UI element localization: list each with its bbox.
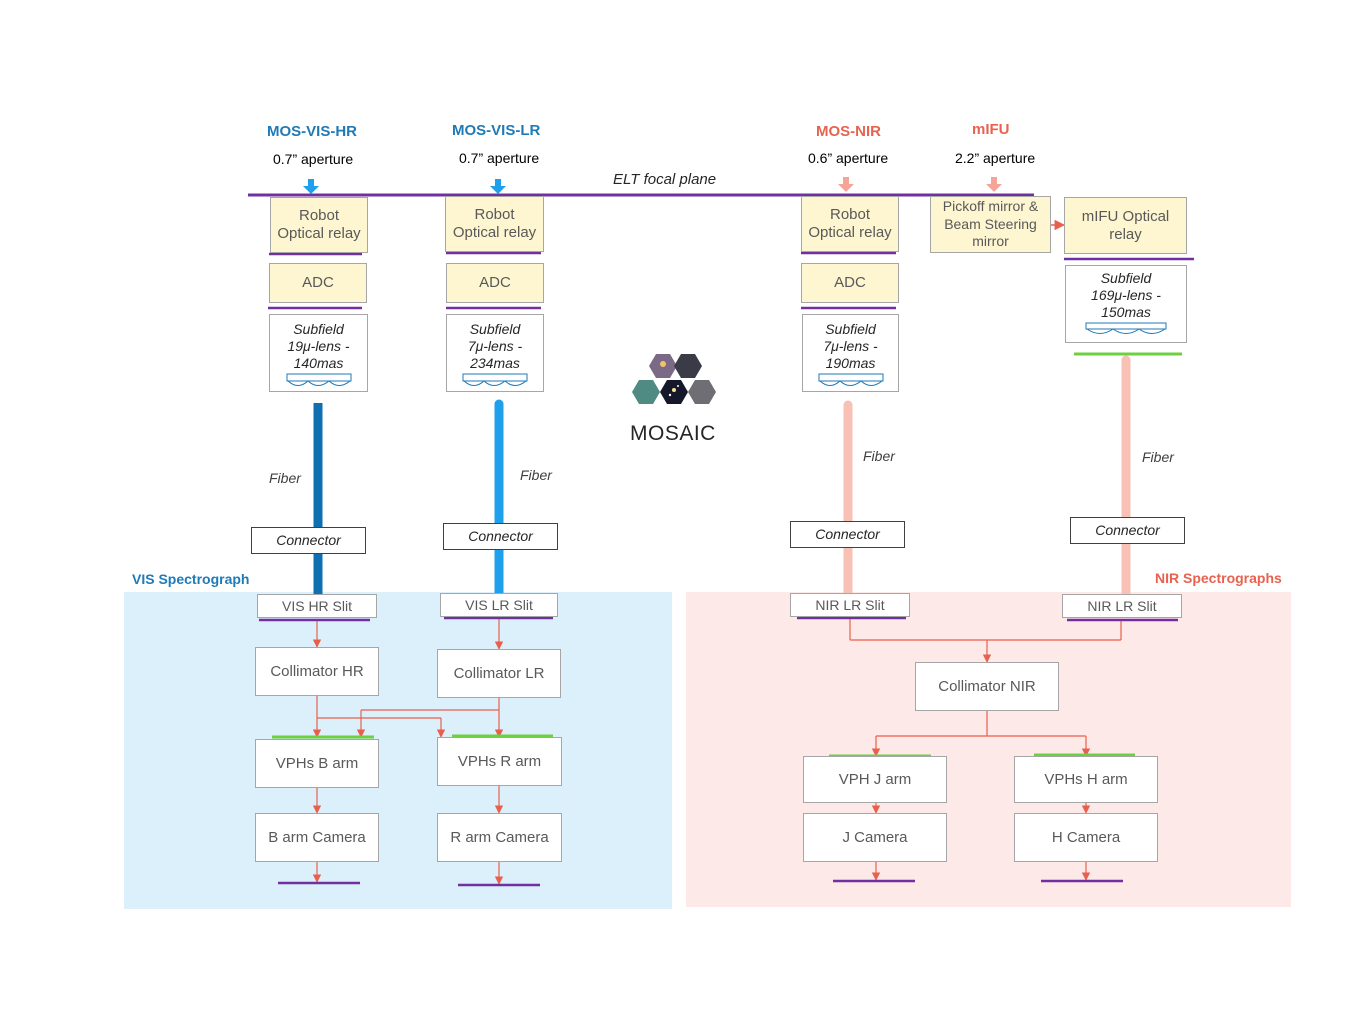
fiber-label-nir: Fiber <box>863 448 895 464</box>
adc-lr: ADC <box>446 263 544 303</box>
title-mos-vis-hr: MOS-VIS-HR <box>267 123 357 140</box>
mosaic-logo-text: MOSAIC <box>630 422 716 445</box>
h-camera: H Camera <box>1014 813 1158 862</box>
input-arrow-nir-icon <box>838 177 854 192</box>
adc-nir: ADC <box>801 263 899 303</box>
title-mos-vis-lr: MOS-VIS-LR <box>452 122 541 139</box>
focal-plane-label: ELT focal plane <box>613 171 717 188</box>
fiber-label-hr: Fiber <box>269 470 301 486</box>
nir-spectrographs-title: NIR Spectrographs <box>1155 570 1282 586</box>
microlens-array-icon <box>818 373 883 387</box>
microlens-array-icon <box>462 373 528 387</box>
j-camera: J Camera <box>803 813 947 862</box>
microlens-array-icon <box>286 373 351 387</box>
vis-spectrograph-region <box>124 592 672 909</box>
connector-nir: Connector <box>790 521 905 548</box>
collimator-nir: Collimator NIR <box>915 662 1059 711</box>
nir-lr-slit-mos: NIR LR Slit <box>790 593 910 617</box>
vis-cross-links <box>312 696 504 738</box>
vph-j-arm: VPH J arm <box>803 756 947 803</box>
fiber-label-mifu: Fiber <box>1142 449 1174 465</box>
aperture-mos-nir: 0.6” aperture <box>808 150 889 166</box>
r-arm-camera: R arm Camera <box>437 813 562 862</box>
vis-spectrograph-title: VIS Spectrograph <box>132 571 250 587</box>
vphs-b-arm: VPHs B arm <box>255 739 379 788</box>
adc-hr: ADC <box>269 263 367 303</box>
title-mos-nir: MOS-NIR <box>816 123 881 140</box>
collimator-lr: Collimator LR <box>437 649 561 698</box>
vis-lr-slit: VIS LR Slit <box>440 593 558 617</box>
vis-hr-slit: VIS HR Slit <box>257 594 377 618</box>
input-arrow-mifu-icon <box>986 177 1002 192</box>
collimator-hr: Collimator HR <box>255 647 379 696</box>
b-arm-camera: B arm Camera <box>255 813 379 862</box>
aperture-mos-vis-hr: 0.7” aperture <box>273 151 354 167</box>
fiber-label-lr: Fiber <box>520 467 552 483</box>
title-mifu: mIFU <box>972 121 1010 138</box>
connector-hr: Connector <box>251 527 366 554</box>
input-arrow-lr-icon <box>490 179 506 194</box>
vphs-h-arm: VPHs H arm <box>1014 756 1158 803</box>
aperture-mos-vis-lr: 0.7” aperture <box>459 150 540 166</box>
nir-lr-slit-mifu: NIR LR Slit <box>1062 594 1182 618</box>
mosaic-logo-icon <box>632 354 716 404</box>
vphs-r-arm: VPHs R arm <box>437 737 562 786</box>
nir-spectrograph-region <box>686 592 1291 907</box>
nir-merge-links <box>849 619 1122 757</box>
input-arrow-hr-icon <box>303 179 319 194</box>
connector-lr: Connector <box>443 523 558 550</box>
connector-mifu: Connector <box>1070 517 1185 544</box>
microlens-array-icon <box>1085 322 1167 335</box>
aperture-mifu: 2.2” aperture <box>955 150 1036 166</box>
